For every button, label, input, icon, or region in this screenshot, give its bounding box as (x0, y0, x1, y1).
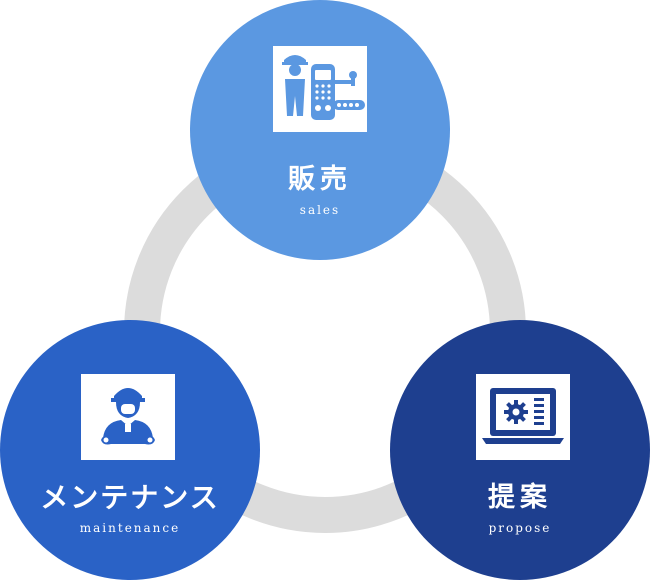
node-maintenance: メンテナンス maintenance (0, 320, 260, 580)
node-subtitle: maintenance (79, 521, 181, 535)
engineer-machine-icon (273, 46, 367, 132)
node-title: メンテナンス (40, 481, 220, 514)
node-subtitle: sales (299, 203, 341, 217)
node-title: 販売 (288, 164, 352, 195)
node-subtitle: propose (488, 521, 552, 535)
laptop-gear-icon (476, 374, 570, 460)
node-propose: 提案 propose (390, 320, 650, 580)
worker-wrench-icon (81, 374, 175, 460)
node-sales: 販売 sales (190, 0, 450, 260)
node-title: 提案 (488, 482, 552, 513)
